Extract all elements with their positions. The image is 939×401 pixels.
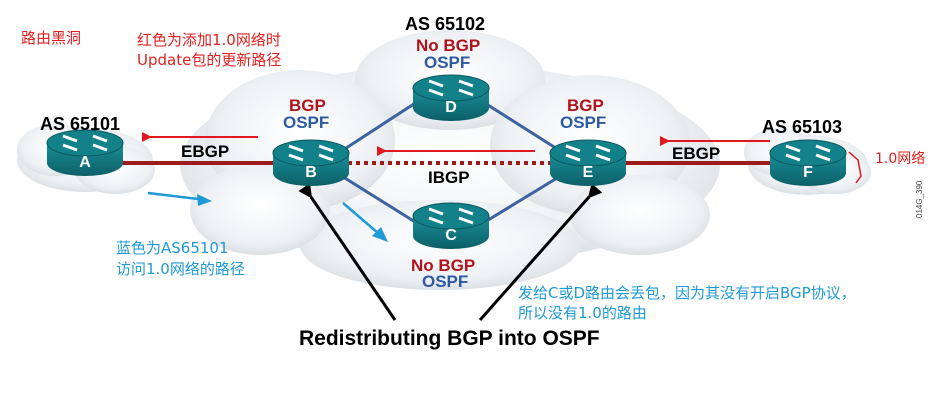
router-c: C	[412, 202, 490, 249]
ospf-link-b-d	[339, 98, 421, 154]
figure-code: 014G_390	[915, 180, 924, 218]
ebgp-right-label: EBGP	[672, 144, 721, 163]
network-1-0-label: 1.0网络	[875, 151, 926, 167]
traffic-path-note-line1: 蓝色为AS65101	[116, 239, 229, 257]
update-path-note-line2: Update包的更新路径	[137, 51, 282, 69]
as-65103-label: AS 65103	[762, 117, 843, 137]
routers: A B C D E F	[46, 74, 847, 249]
as-65101-label: AS 65101	[40, 114, 121, 134]
redistribution-arrow-b	[298, 183, 397, 321]
ospf-link-b-c	[339, 173, 421, 227]
packet-drop-note-line1: 发给C或D路由会丢包，因为其没有开启BGP协议，	[518, 284, 856, 302]
packet-drop-note-line2: 所以没有1.0的路由	[518, 304, 647, 322]
traffic-arrowhead-a-to-b	[197, 194, 212, 206]
router-b-ospf-label: OSPF	[283, 113, 330, 132]
traffic-arrow-b-to-c	[342, 202, 379, 234]
router-e-ospf-label: OSPF	[560, 113, 607, 132]
blackhole-note: 路由黑洞	[21, 29, 82, 47]
router-e-bgp-label: BGP	[567, 96, 604, 115]
router-label-a: A	[79, 154, 91, 171]
diagram-caption: Redistributing BGP into OSPF	[299, 327, 600, 350]
router-label-f: F	[803, 164, 813, 181]
ebgp-left-label: EBGP	[181, 142, 230, 161]
router-e: E	[549, 139, 627, 186]
traffic-arrowhead-b-to-c	[372, 227, 388, 242]
router-label-c: C	[445, 227, 457, 244]
network-1-0-marker	[848, 151, 862, 184]
redistribution-arrow-e	[478, 183, 603, 321]
router-b-bgp-label: BGP	[289, 96, 326, 115]
router-d-nobgp-label: No BGP	[416, 36, 481, 55]
ospf-link-c-e	[479, 173, 563, 227]
router-f: F	[769, 139, 847, 186]
update-path-note-line1: 红色为添加1.0网络时	[137, 31, 281, 49]
router-a: A	[46, 129, 124, 176]
ospf-link-d-e	[479, 98, 563, 154]
router-label-d: D	[445, 99, 457, 116]
traffic-path-note-line2: 访问1.0网络的路径	[116, 260, 245, 278]
traffic-arrow-a-to-b	[147, 191, 199, 201]
router-c-ospf-label: OSPF	[422, 272, 469, 291]
router-d-ospf-label: OSPF	[424, 53, 471, 72]
router-b: B	[272, 139, 350, 186]
router-c-nobgp-label: No BGP	[411, 256, 476, 275]
router-label-b: B	[305, 164, 317, 181]
router-label-e: E	[583, 164, 594, 181]
router-d: D	[412, 74, 490, 121]
ibgp-label: IBGP	[428, 168, 470, 187]
as-65102-label: AS 65102	[405, 14, 486, 34]
